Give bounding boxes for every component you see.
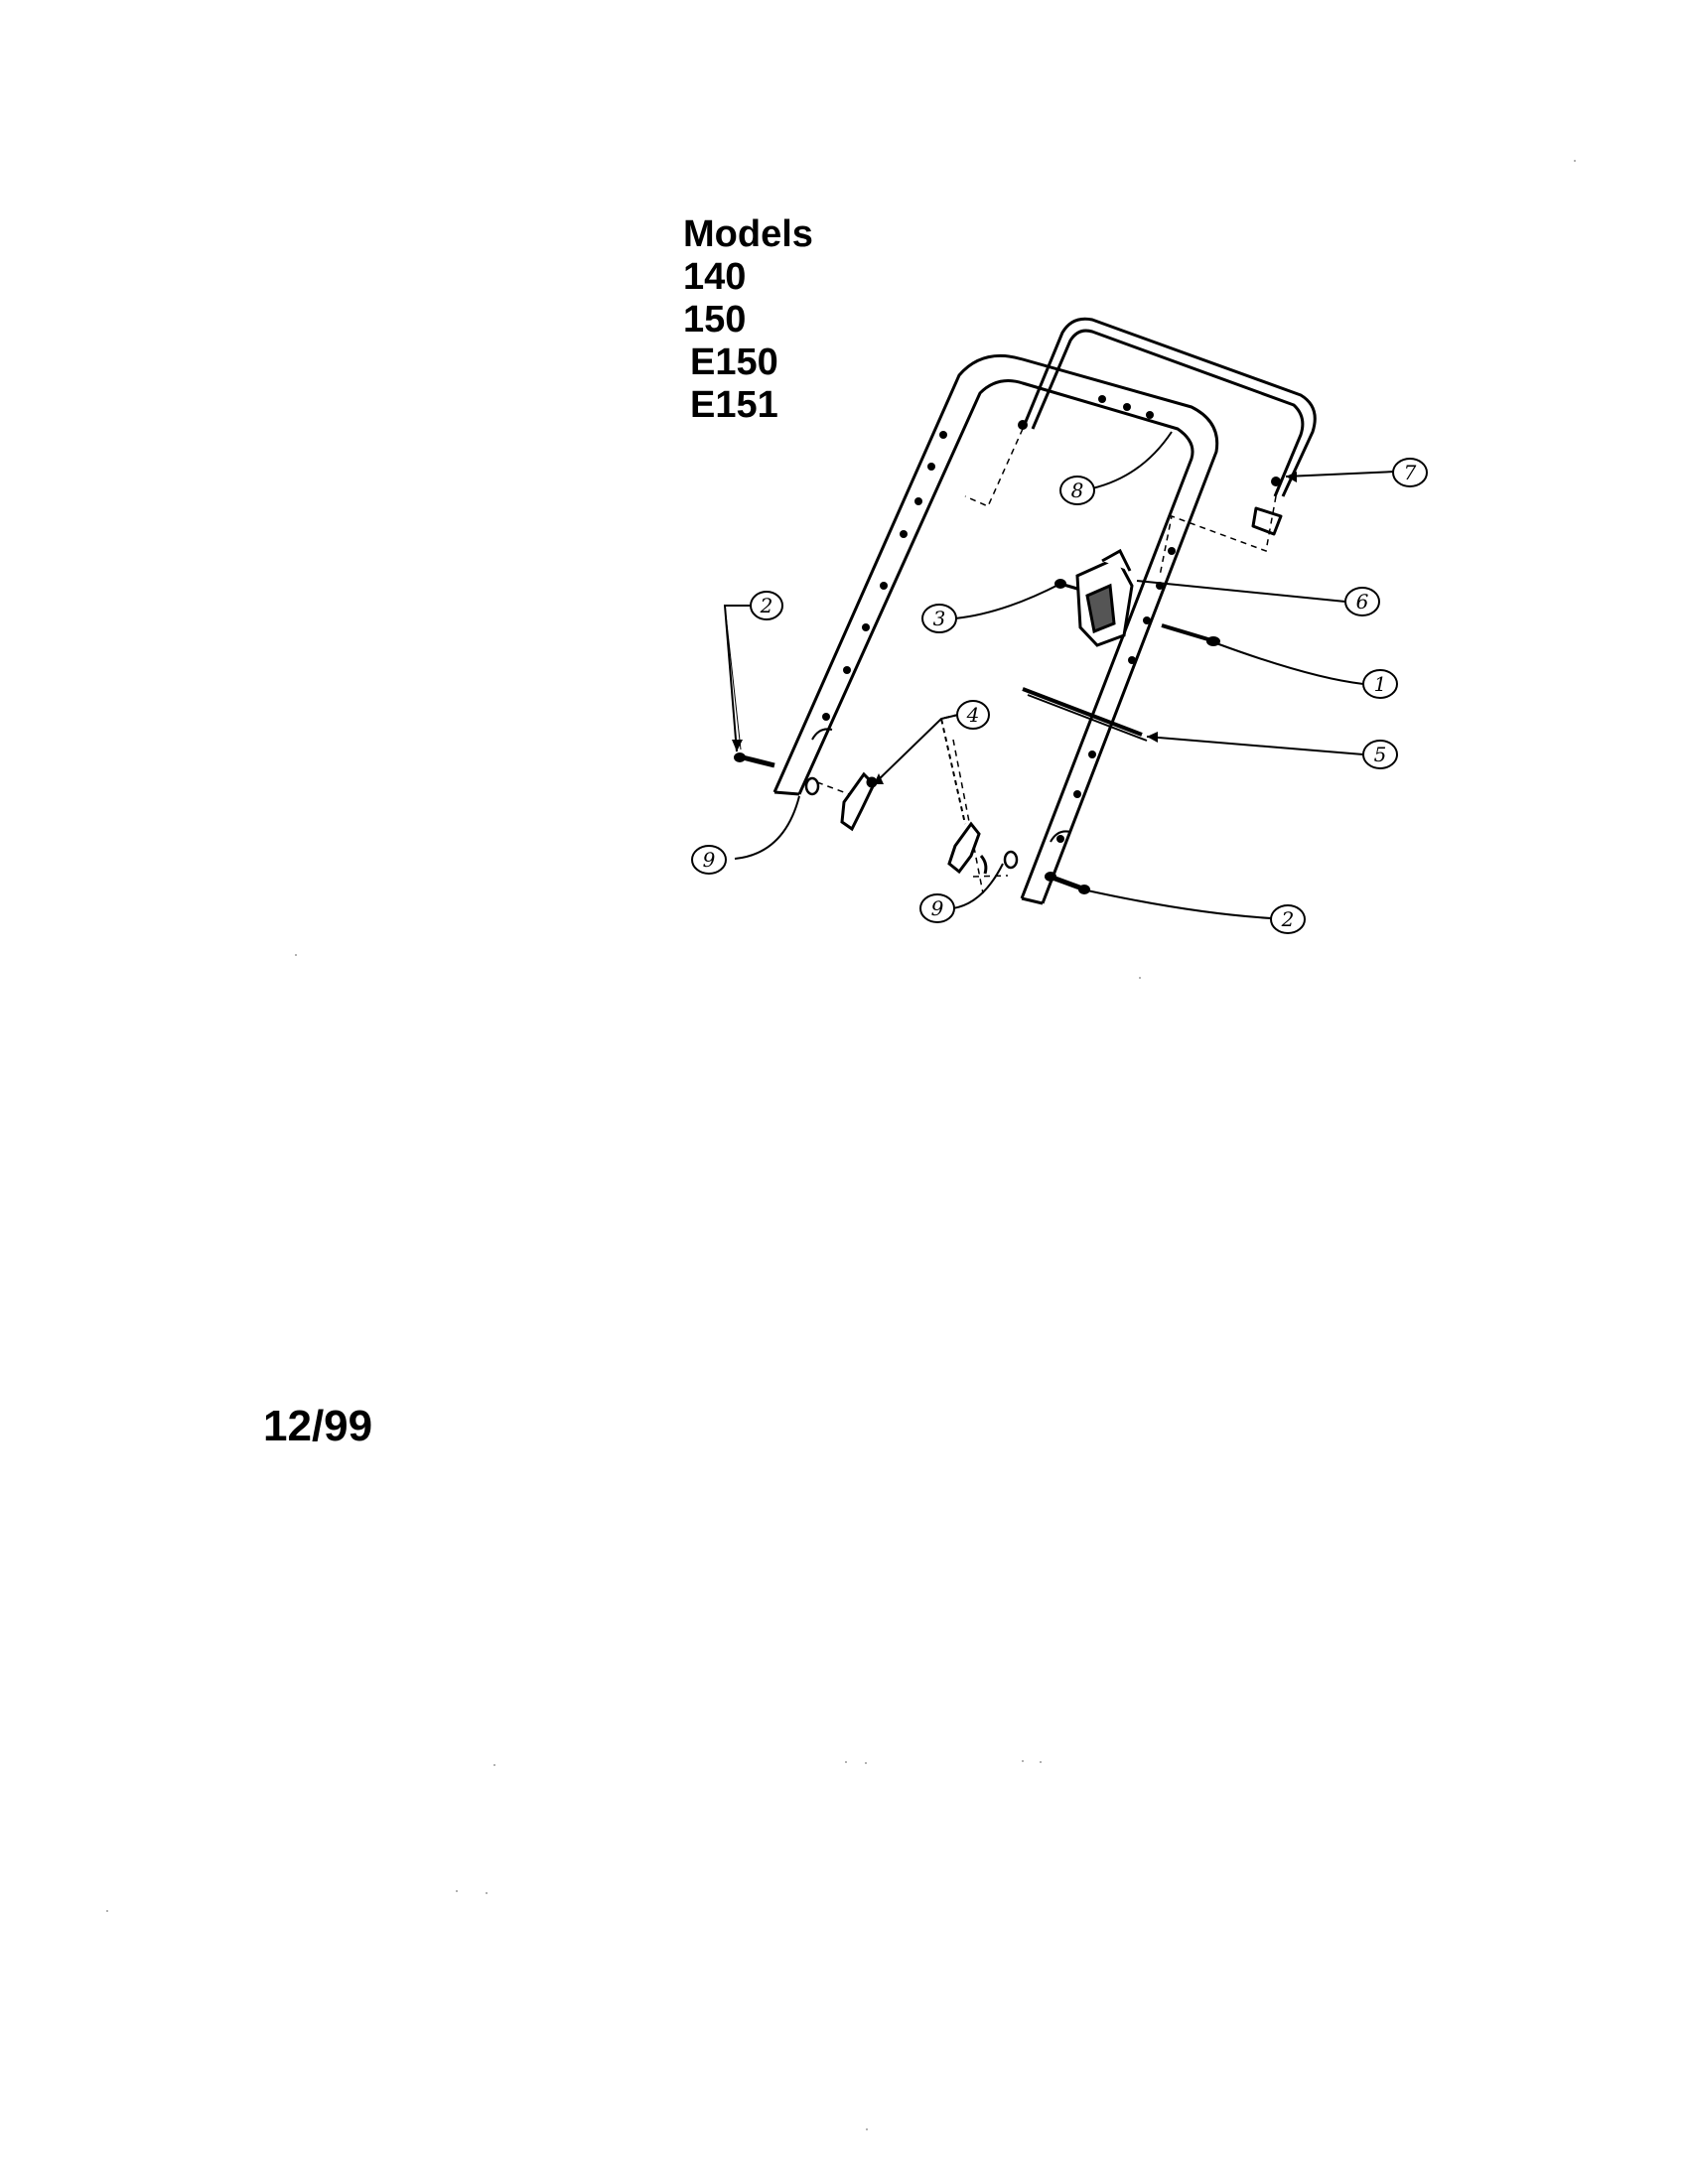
models-heading: Models <box>683 213 813 255</box>
assembly-guide-lines <box>816 428 1277 894</box>
washer <box>804 776 1019 870</box>
bolt <box>1161 623 1220 646</box>
model-number: 140 <box>683 256 747 298</box>
bolt <box>734 752 775 768</box>
model-number: 150 <box>683 299 747 341</box>
callout-labels: 2 9 3 4 9 8 7 6 1 5 2 <box>703 461 1417 931</box>
callout-circles <box>691 458 1428 934</box>
arrowheads <box>732 472 1297 784</box>
upper-handle-rivets <box>1018 420 1281 486</box>
lower-handle <box>772 353 1219 905</box>
callout-number: 2 <box>760 594 773 617</box>
callout-number: 6 <box>1356 590 1369 614</box>
bolt <box>1045 872 1090 894</box>
callout-number: 2 <box>1281 907 1295 931</box>
handle-knob <box>840 771 988 875</box>
callout-number: 9 <box>931 896 944 920</box>
callout-number: 1 <box>1374 672 1387 696</box>
leader-lines <box>723 431 1396 919</box>
scan-specks <box>106 160 1576 2130</box>
model-number: E151 <box>690 384 778 426</box>
model-number: E150 <box>690 341 778 383</box>
control-box <box>1075 548 1134 647</box>
models-label-block: Models 140 150 E150 E151 <box>683 213 813 427</box>
handle-bend-marks <box>811 728 1071 843</box>
upper-handle <box>1021 317 1317 536</box>
callout-number: 7 <box>1404 461 1417 484</box>
bolt <box>1054 579 1078 591</box>
callout-number: 8 <box>1071 478 1084 502</box>
cable-clip <box>1022 687 1148 742</box>
callout-number: 5 <box>1374 743 1387 766</box>
callout-number: 3 <box>933 607 946 630</box>
callout-number: 4 <box>966 703 980 727</box>
date-code: 12/99 <box>263 1402 373 1450</box>
callout-number: 9 <box>703 848 716 872</box>
